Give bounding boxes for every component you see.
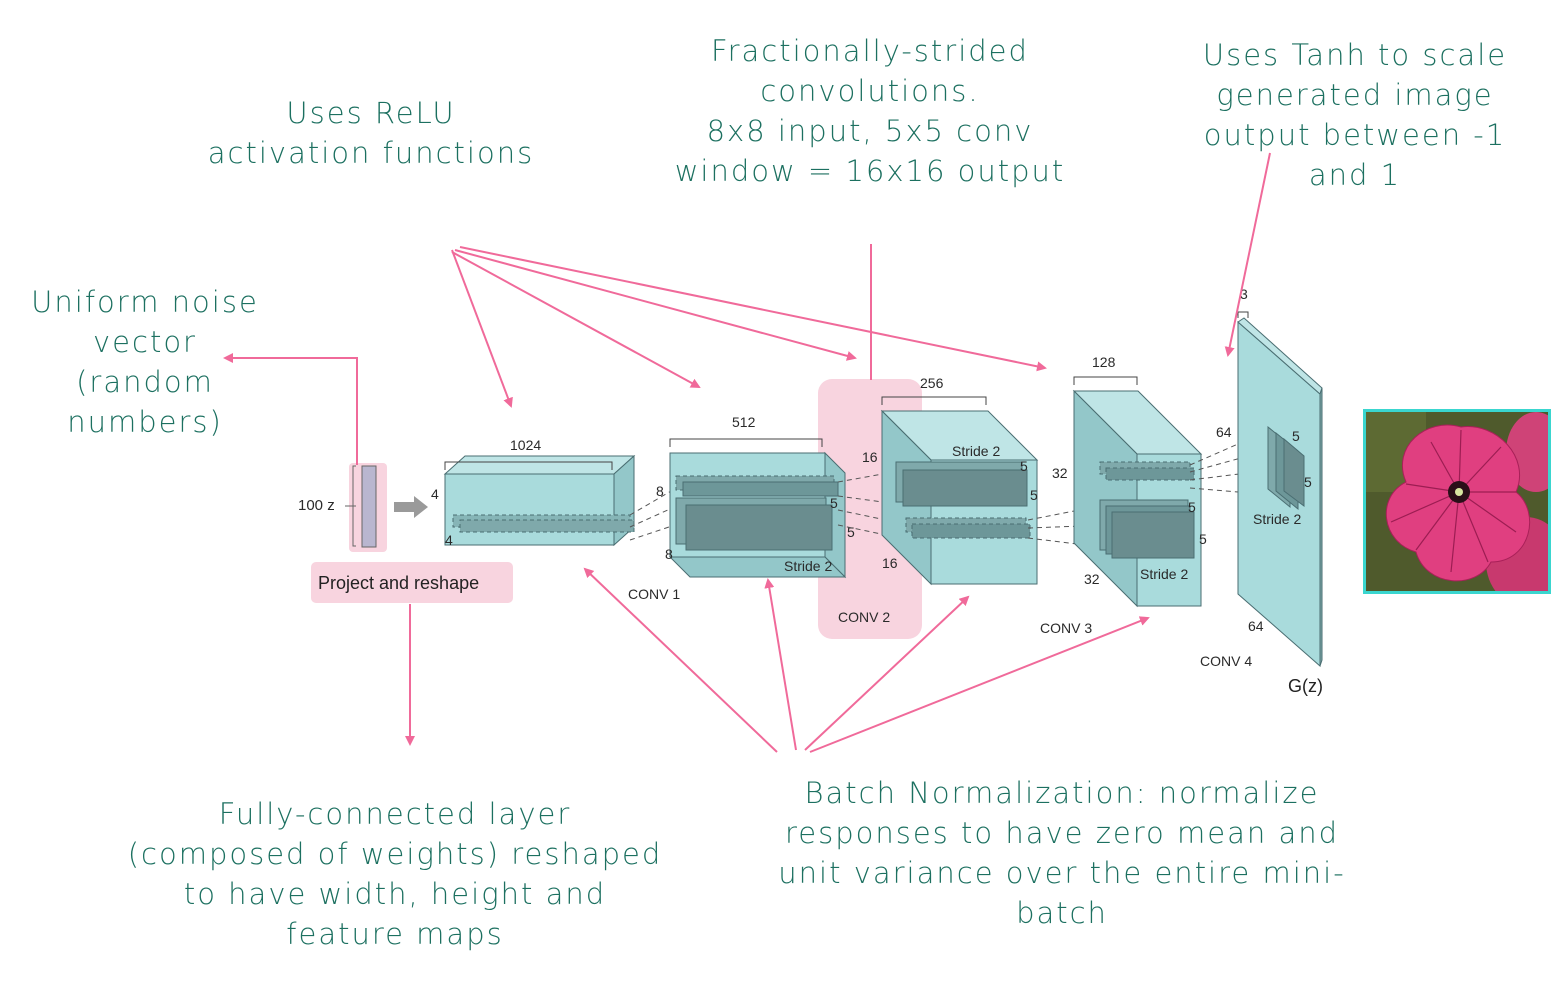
conv1-name: CONV 1 <box>628 586 680 602</box>
block2-width-label: 8 <box>665 546 673 562</box>
conv2-name: CONV 2 <box>838 609 890 625</box>
block2-stride: Stride 2 <box>784 558 832 574</box>
block-2: 512 8 8 5 5 Stride 2 CONV 1 <box>628 414 855 602</box>
block5-height-label: 64 <box>1216 424 1232 440</box>
block2-kernel-b: 5 <box>847 524 855 540</box>
block4-kernel-b: 5 <box>1199 531 1207 547</box>
block4-height-label: 32 <box>1052 465 1068 481</box>
block5-kernel-a: 5 <box>1292 428 1300 444</box>
relu-arrow-3 <box>454 249 857 361</box>
batchnorm-arrow-2 <box>764 578 797 751</box>
conv3-name: CONV 3 <box>1040 620 1092 636</box>
conv4-name: CONV 4 <box>1200 653 1252 669</box>
block-3: 256 16 16 5 5 Stride 2 CONV 2 <box>838 375 1039 625</box>
batchnorm-annotation: Batch Normalization: normalize responses… <box>778 776 1346 930</box>
relu-arrow-2 <box>451 251 701 388</box>
project-label: Project and reshape <box>318 573 479 593</box>
batchnorm-arrow-4 <box>809 616 1150 753</box>
relu-annotation: Uses ReLU activation functions <box>207 96 535 170</box>
block4-depth-label: 128 <box>1092 354 1116 370</box>
conv1-width-label: 4 <box>445 532 453 548</box>
block3-depth-label: 256 <box>920 375 944 391</box>
block3-kernel-b: 5 <box>1030 487 1038 503</box>
block2-kernel-a: 5 <box>830 495 838 511</box>
projection-arrow <box>394 496 428 518</box>
block5-width-label: 64 <box>1248 618 1264 634</box>
block4-kernel-a: 5 <box>1188 499 1196 515</box>
block-conv1: 1024 4 4 <box>431 437 636 548</box>
block5-depth-label: 3 <box>1240 286 1248 302</box>
block3-height-label: 16 <box>862 449 878 465</box>
block-5: 3 64 64 5 5 Stride 2 CONV 4 G(z) <box>1200 286 1323 696</box>
block2-height-label: 8 <box>656 483 664 499</box>
fully-connected-annotation: Fully-connected layer (composed of weigh… <box>127 797 663 951</box>
conv1-depth-label: 1024 <box>510 437 541 453</box>
block5-stride: Stride 2 <box>1253 511 1301 527</box>
generated-image <box>1363 409 1551 594</box>
noise-annotation: Uniform noise vector (random numbers) <box>31 285 259 439</box>
batchnorm-arrow-3 <box>804 595 970 751</box>
noise-arrow <box>223 353 358 465</box>
project-highlight <box>311 562 513 603</box>
block3-stride: Stride 2 <box>952 443 1000 459</box>
block3-width-label: 16 <box>882 555 898 571</box>
block-4: 128 32 32 5 5 Stride 2 CONV 3 <box>1040 354 1207 636</box>
relu-arrow-4 <box>459 246 1047 372</box>
tanh-annotation: Uses Tanh to scale generated image outpu… <box>1202 38 1508 192</box>
block4-width-label: 32 <box>1084 571 1100 587</box>
flower-icon <box>1366 412 1548 591</box>
relu-arrow-1 <box>451 249 513 408</box>
conv1-height-label: 4 <box>431 486 439 502</box>
block2-depth-label: 512 <box>732 414 756 430</box>
batchnorm-arrow-1 <box>583 567 778 753</box>
block4-stride: Stride 2 <box>1140 566 1188 582</box>
output-label: G(z) <box>1288 676 1323 696</box>
fractional-annotation: Fractionally-strided convolutions. 8x8 i… <box>674 34 1066 188</box>
input-label: 100 z <box>298 497 335 514</box>
tanh-arrow <box>1224 152 1271 357</box>
input-vector: 100 z <box>298 465 377 548</box>
block3-kernel-a: 5 <box>1020 458 1028 474</box>
block5-kernel-b: 5 <box>1304 474 1312 490</box>
annotation-arrows <box>223 152 1271 753</box>
